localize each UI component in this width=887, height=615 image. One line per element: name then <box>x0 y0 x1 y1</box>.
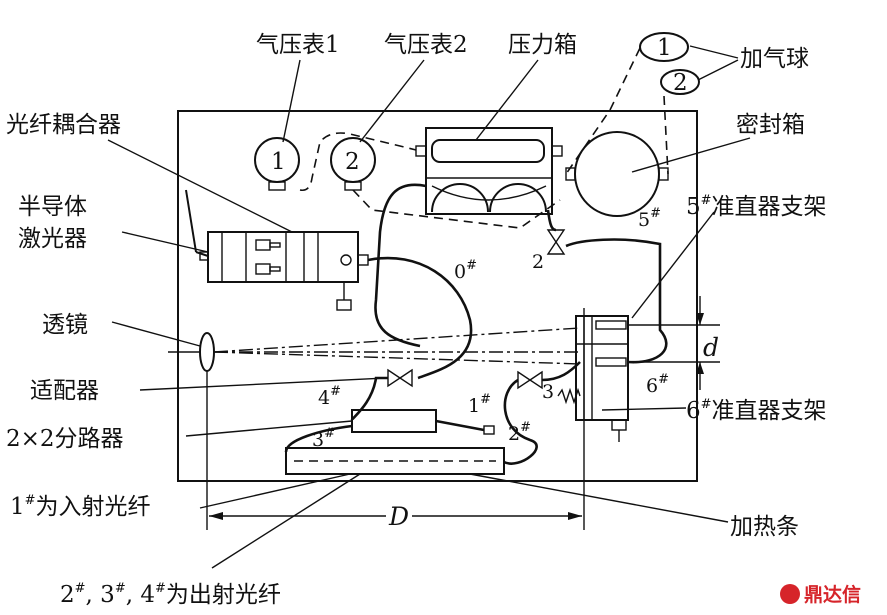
mark-valve3: 3 <box>542 381 554 403</box>
label-holder6: 6#准直器支架 <box>686 397 827 424</box>
fiber-4 <box>350 376 388 421</box>
adapter-valve-left <box>387 368 413 388</box>
fiber-5 <box>565 238 668 364</box>
adapter-valve-right <box>517 370 543 390</box>
pressure-gauge-2: 2 <box>330 137 376 191</box>
watermark-logo-icon <box>780 584 800 604</box>
label-sealed-box: 密封箱 <box>736 112 805 138</box>
leader-pressure-box <box>475 59 539 141</box>
svg-text:1: 1 <box>271 149 286 175</box>
watermark: 鼎达信 <box>780 583 861 606</box>
air-tube-bulb2 <box>663 95 669 175</box>
leader-splitter <box>185 420 353 437</box>
lens <box>199 332 215 372</box>
air-tube-bulb1 <box>565 47 641 175</box>
mark-fiber3: 3# <box>312 426 335 451</box>
mark-fiber1: 1# <box>468 392 491 417</box>
fiber-2 <box>503 378 538 465</box>
leader-bulb2 <box>697 59 739 81</box>
air-bulb-1: 1 <box>639 32 689 62</box>
leader-heater <box>469 473 729 523</box>
label-heater: 加热条 <box>730 514 799 540</box>
label-laser-line2: 激光器 <box>18 226 87 252</box>
semiconductor-laser-assembly <box>185 189 369 311</box>
label-fiber-coupler: 光纤耦合器 <box>6 112 121 138</box>
svg-text:2: 2 <box>345 149 360 175</box>
mark-fiber5: 5# <box>638 206 661 231</box>
mark-fiber2: 2# <box>508 420 531 445</box>
leader-adapter <box>139 377 387 391</box>
valve-2 <box>546 229 566 255</box>
leader-laser <box>121 231 209 253</box>
splitter-2x2 <box>351 409 437 433</box>
label-adapter: 适配器 <box>30 378 99 404</box>
fiber-6-link <box>541 361 581 382</box>
leader-gauge1 <box>282 59 301 143</box>
heater-strip <box>285 447 505 475</box>
label-gauge1: 气压表1 <box>256 32 340 58</box>
collimator-holder-assembly <box>557 315 629 442</box>
pressure-gauge-1: 1 <box>254 137 300 191</box>
leader-holder6 <box>601 407 687 411</box>
optical-table <box>177 110 698 482</box>
fiber-1 <box>435 419 485 432</box>
svg-text:2: 2 <box>673 70 688 96</box>
leader-gauge2 <box>359 59 425 143</box>
svg-text:D: D <box>388 502 409 531</box>
distance-D-dimension: D <box>209 500 582 531</box>
air-bulb-2: 2 <box>660 69 700 96</box>
label-lens: 透镜 <box>42 312 88 338</box>
label-holder5: 5#准直器支架 <box>686 193 827 220</box>
label-gauge2: 气压表2 <box>384 32 468 58</box>
mark-fiber4: 4# <box>318 384 341 409</box>
light-beam-lower <box>213 351 581 365</box>
leader-holder5 <box>631 211 715 319</box>
fiber-valve2-link <box>546 209 557 232</box>
fiber-1-end-cap <box>483 425 495 435</box>
label-air-bulb: 加气球 <box>740 46 809 72</box>
sealed-box <box>565 131 669 217</box>
leader-lens <box>111 321 201 347</box>
svg-text:鼎达信: 鼎达信 <box>804 583 861 606</box>
svg-text:d: d <box>703 333 719 362</box>
fiber-0 <box>367 256 473 380</box>
label-exit-fiber: 2#, 3#, 4#为出射光纤 <box>60 581 281 608</box>
leader-coupler <box>107 139 293 233</box>
label-pressure-box: 压力箱 <box>508 32 577 58</box>
fiber-pressure-box <box>374 183 427 348</box>
mark-fiber0: 0# <box>454 258 477 283</box>
distance-d-dimension: d <box>628 296 720 390</box>
leader-incident-fiber <box>199 473 351 509</box>
leader-sealed-box <box>631 137 751 173</box>
mark-fiber6: 6# <box>646 372 669 397</box>
label-laser-line1: 半导体 <box>18 194 87 220</box>
label-splitter: 2×2分路器 <box>6 426 124 452</box>
label-incident-fiber: 1#为入射光纤 <box>10 493 151 520</box>
pressure-box <box>415 127 563 215</box>
svg-text:1: 1 <box>657 35 672 61</box>
leader-exit-fiber <box>211 473 361 569</box>
mark-valve2: 2 <box>532 251 544 273</box>
air-tube-gauges <box>299 132 417 192</box>
air-tube-lower <box>352 189 561 229</box>
leader-bulb1 <box>689 45 739 59</box>
fiber-3 <box>284 424 353 453</box>
